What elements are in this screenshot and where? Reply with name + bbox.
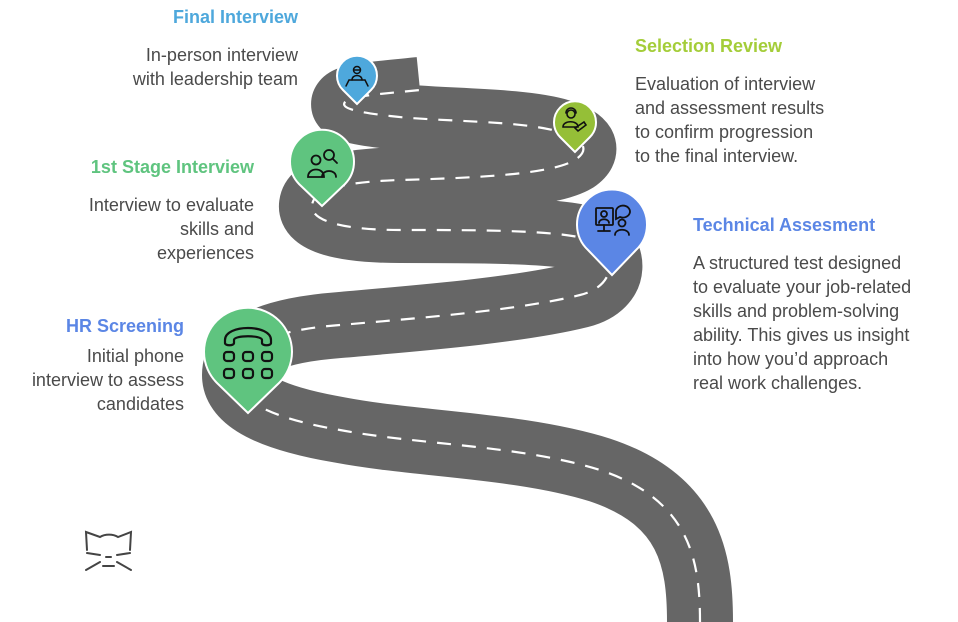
cat-face-icon <box>84 530 133 571</box>
stage-first-stage-interview: 1st Stage Interview Interview to evaluat… <box>89 157 254 265</box>
stage-final-interview: Final Interview In-person interview with… <box>133 7 298 91</box>
pin-marker <box>289 128 355 208</box>
pin-first-stage-interview[interactable] <box>289 128 355 208</box>
video-call-icon <box>595 204 631 236</box>
desc-line: A structured test designed <box>693 253 902 273</box>
stage-title: Technical Assesment <box>693 215 876 235</box>
desc-line: Interview to evaluate <box>88 195 254 215</box>
pin-selection-review[interactable] <box>553 100 597 154</box>
stage-title: Selection Review <box>635 36 783 56</box>
stage-description: In-person interview with leadership team <box>133 43 298 91</box>
desc-line: Evaluation of interview <box>635 74 816 94</box>
desc-line: skills and <box>179 219 254 239</box>
stage-description: Evaluation of interview and assessment r… <box>635 72 824 168</box>
desc-line: experiences <box>156 243 254 263</box>
person-handshake-icon <box>562 107 588 133</box>
pin-technical-assessment[interactable] <box>576 188 648 277</box>
stage-title: 1st Stage Interview <box>90 157 254 177</box>
stage-hr-screening: HR Screening Initial phone interview to … <box>32 316 184 416</box>
desc-line: candidates <box>96 394 184 414</box>
desc-line: interview to assess <box>31 370 184 390</box>
desc-line: ability. This gives us insight <box>693 325 910 345</box>
desc-line: real work challenges. <box>693 373 863 393</box>
desc-line: into how you’d approach <box>693 349 889 369</box>
road <box>202 57 733 622</box>
desc-line: to the final interview. <box>635 146 799 166</box>
stage-title: HR Screening <box>65 316 184 336</box>
lane-markings <box>233 88 702 622</box>
desc-line: and assessment results <box>635 98 825 118</box>
stage-selection-review: Selection Review Evaluation of interview… <box>635 36 824 168</box>
stage-description: A structured test designed to evaluate y… <box>693 251 911 395</box>
desc-line: Initial phone <box>86 346 184 366</box>
pin-marker <box>576 188 648 277</box>
pin-final-interview[interactable] <box>336 54 378 106</box>
stage-description: Initial phone interview to assess candid… <box>32 344 184 416</box>
two-people-search-icon <box>307 149 338 178</box>
desc-line: In-person interview <box>145 45 298 65</box>
phone-keypad-icon <box>222 327 274 380</box>
desc-line: to confirm progression <box>635 122 814 142</box>
stage-title: Final Interview <box>172 7 298 27</box>
desc-line: skills and problem-solving <box>693 301 900 321</box>
stage-description: Interview to evaluate skills and experie… <box>89 193 254 265</box>
presenter-icon <box>345 65 369 87</box>
desc-line: with leadership team <box>132 69 298 89</box>
desc-line: to evaluate your job-related <box>693 277 912 297</box>
stage-technical-assessment: Technical Assesment A structured test de… <box>693 215 911 395</box>
pin-hr-screening[interactable] <box>203 306 293 415</box>
